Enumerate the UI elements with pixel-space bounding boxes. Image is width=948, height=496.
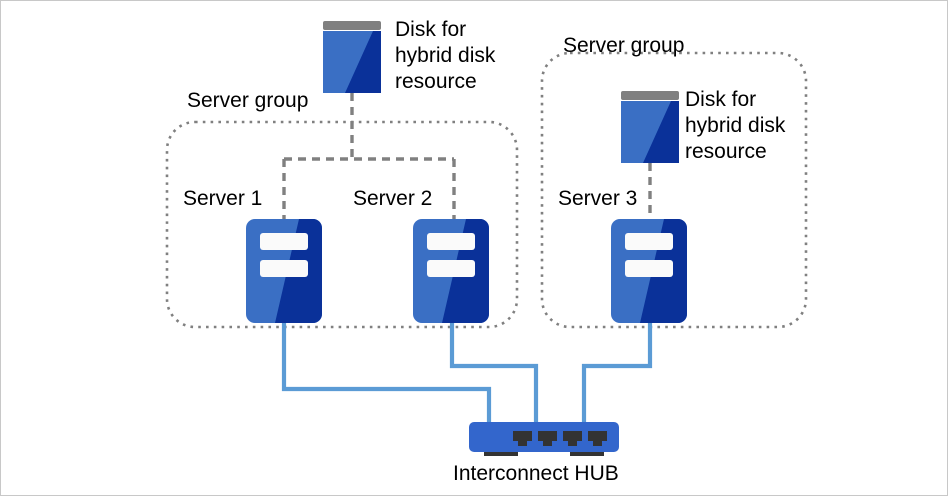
network-line-server-1: [281, 323, 492, 426]
hub-port-1: [513, 431, 532, 446]
server-1-label: Server 1: [183, 187, 263, 210]
left-server-group-label: Server group: [187, 89, 309, 112]
interconnect-hub-label: Interconnect HUB: [453, 462, 619, 485]
right-server-group-box: [540, 51, 808, 329]
server-2-icon: [413, 219, 489, 323]
server-3-label: Server 3: [558, 187, 638, 210]
hub-port-3: [563, 431, 582, 446]
disk-right-icon: [621, 91, 679, 163]
server-2-label: Server 2: [353, 187, 433, 210]
disk-right-label: Disk for hybrid disk resource: [685, 88, 786, 163]
server-3-icon: [611, 219, 687, 323]
disk-shared-label: Disk for hybrid disk resource: [395, 18, 496, 93]
interconnect-hub-icon: [469, 422, 619, 456]
disk-shared-icon: [323, 21, 381, 93]
right-server-group-label: Server group: [563, 34, 685, 57]
hub-port-2: [538, 431, 557, 446]
network-line-server-3: [581, 323, 653, 426]
server-1-icon: [246, 219, 322, 323]
hub-port-4: [588, 431, 607, 446]
network-line-server-2: [449, 323, 539, 426]
